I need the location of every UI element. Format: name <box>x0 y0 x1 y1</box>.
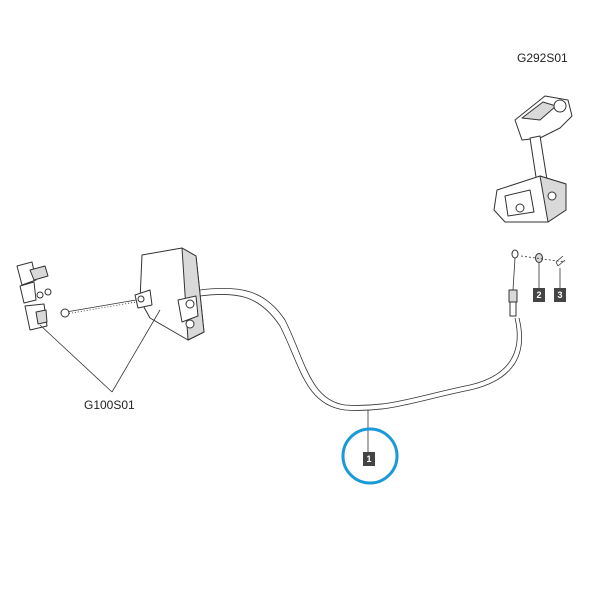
callout-1-number: 1 <box>366 454 371 464</box>
reference-leader-lines-left <box>39 309 161 393</box>
throttle-cable[interactable] <box>199 287 522 411</box>
callout-2[interactable]: 2 <box>533 288 545 302</box>
inner-wire[interactable] <box>60 299 137 318</box>
reference-label-lever: G100S01 <box>84 398 135 412</box>
callout-2-number: 2 <box>536 290 541 300</box>
lever-bracket[interactable] <box>134 247 205 341</box>
callout-1[interactable]: 1 <box>363 452 375 466</box>
washer-part[interactable] <box>535 253 543 263</box>
cable-end-fitting[interactable] <box>508 249 519 317</box>
callout-3-number: 3 <box>557 290 562 300</box>
latch-assembly[interactable] <box>16 261 52 331</box>
reference-label-pedal: G292S01 <box>517 51 568 65</box>
highlight-ring <box>341 427 399 485</box>
callout-3[interactable]: 3 <box>554 288 566 302</box>
assembly-leader-line <box>520 255 566 263</box>
pedal-assembly[interactable] <box>493 95 573 223</box>
